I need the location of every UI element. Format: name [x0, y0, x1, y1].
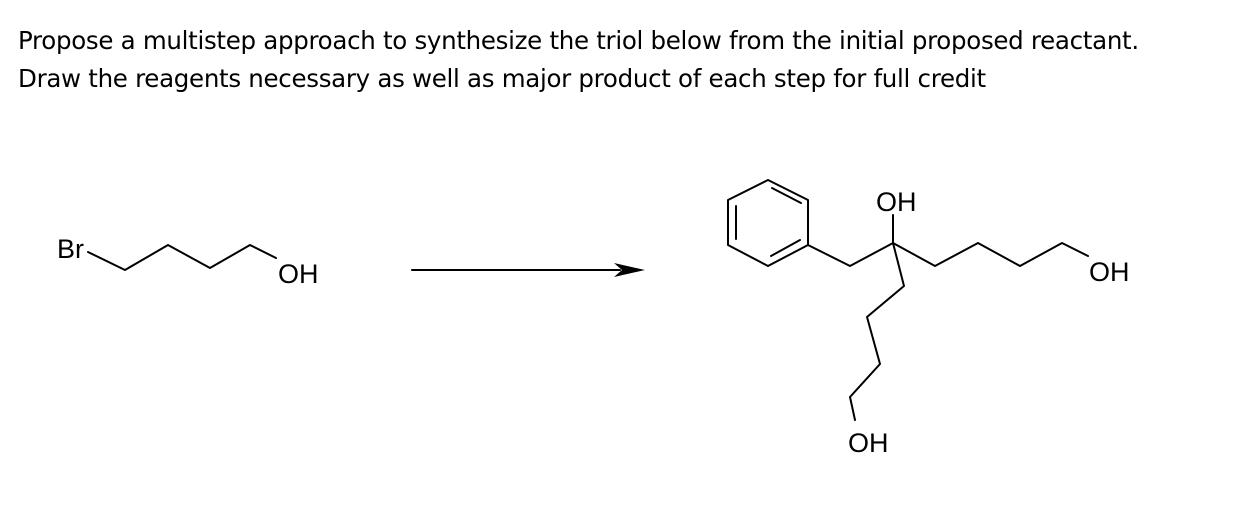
reaction-arrow-head	[614, 263, 645, 277]
product-top-hydroxyl-label: OH	[876, 187, 917, 217]
question-line-1: Propose a multistep approach to synthesi…	[18, 26, 1139, 55]
product-lower-chain	[849, 242, 905, 421]
product-right-hydroxyl-label: OH	[1089, 257, 1130, 287]
product-benzene-double-bonds	[735, 187, 802, 257]
product-right-chain	[892, 242, 1089, 267]
product-benzyl-linker	[807, 242, 894, 267]
question-line-2: Draw the reagents necessary as well as m…	[18, 64, 986, 93]
product-benzene-ring	[727, 179, 809, 267]
reaction-arrow	[411, 263, 645, 277]
product-structure: OH OH OH	[727, 179, 1130, 458]
reactant-hydroxyl-label: OH	[278, 259, 319, 289]
product-bottom-hydroxyl-label: OH	[848, 428, 889, 458]
reactant-carbon-chain	[87, 244, 277, 271]
reactant-bromine-label: Br	[57, 234, 84, 264]
question-prompt: Propose a multistep approach to synthesi…	[18, 22, 1238, 98]
reactant-structure: Br OH	[57, 234, 319, 289]
